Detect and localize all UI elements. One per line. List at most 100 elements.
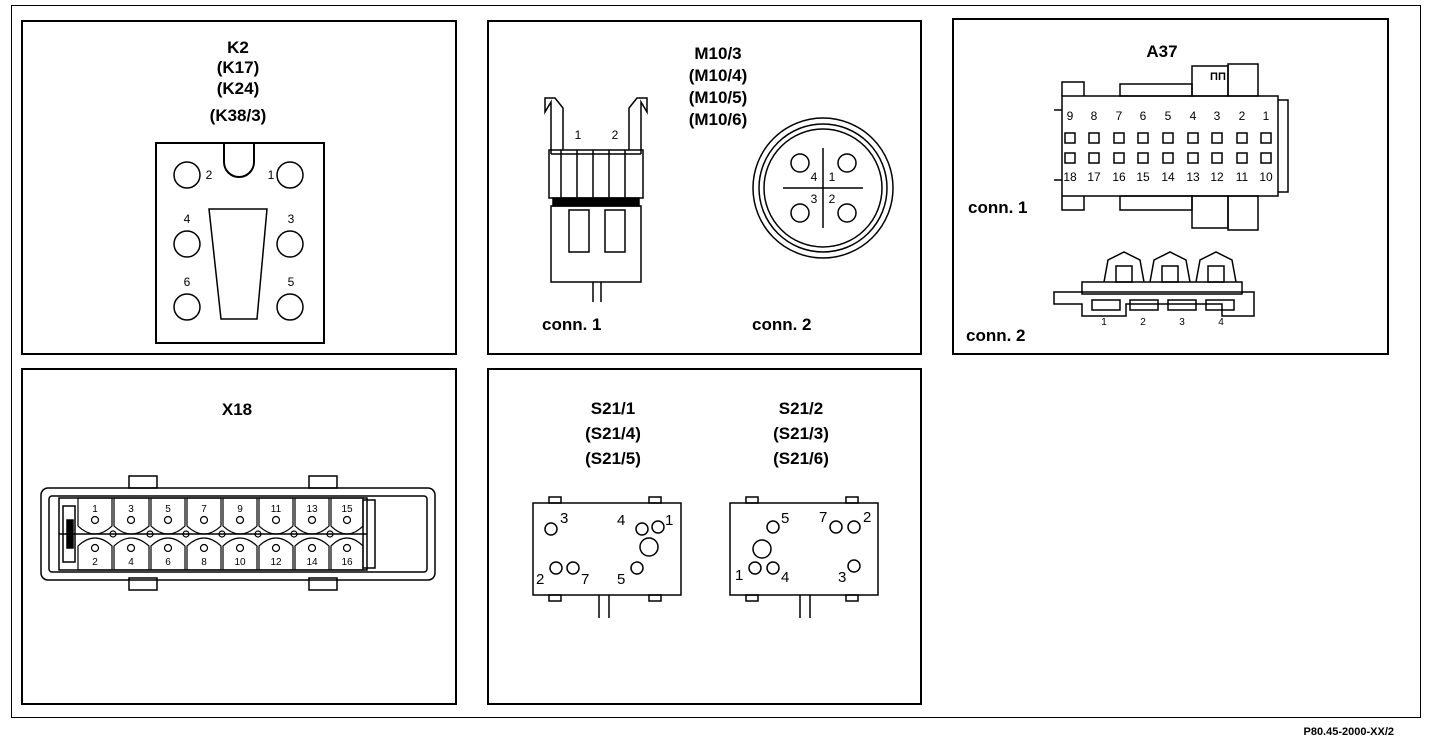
k2-diagram: K2 (K17) (K24) (K38/3) 1 2 3 4 5 6 <box>155 38 325 344</box>
s21-right-pin-5: 5 <box>781 510 789 527</box>
panel-m10: M10/3 (M10/4) (M10/5) (M10/6) 1 2 conn. … <box>487 20 922 355</box>
x18-pin-3: 3 <box>128 504 134 515</box>
document-reference-code: P80.45-2000-XX/2 <box>1303 726 1394 738</box>
a37-conn1-pin-12: 12 <box>1210 170 1224 184</box>
a37-conn1-pin-8: 8 <box>1091 109 1098 123</box>
x18-pin-13: 13 <box>306 504 318 515</box>
a37-conn1-pin-17: 17 <box>1087 170 1101 184</box>
m10-label-alt2: (M10/5) <box>689 88 748 107</box>
s21-right-pin-4: 4 <box>781 569 789 586</box>
m10-conn1-drawing <box>544 97 648 302</box>
a37-conn1-pin-7: 7 <box>1116 109 1123 123</box>
a37-conn1-pin-4: 4 <box>1190 109 1197 123</box>
x18-pin-14: 14 <box>306 557 318 568</box>
a37-conn1-pin-10: 10 <box>1259 170 1273 184</box>
a37-conn1-housing <box>1054 63 1289 231</box>
k2-label-main: K2 <box>227 38 249 57</box>
x18-diagram: X18 <box>40 400 436 591</box>
k2-pin-5 <box>276 293 304 321</box>
a37-conn1-pin-2: 2 <box>1239 109 1246 123</box>
x18-label-main: X18 <box>222 400 252 419</box>
x18-pin-6: 6 <box>165 557 171 568</box>
a37-conn1-caption: conn. 1 <box>968 198 1028 217</box>
k2-label-alt1: (K17) <box>217 58 260 77</box>
a37-conn2-pin-2: 2 <box>1140 317 1146 328</box>
m10-label-alt3: (M10/6) <box>689 110 748 129</box>
k2-center-tab <box>208 208 268 320</box>
m10-conn2-pin-2: 2 <box>829 192 836 206</box>
k2-pin-label-3: 3 <box>288 212 295 226</box>
m10-conn2-drawing <box>752 117 894 259</box>
m10-conn1-pin-1: 1 <box>575 128 582 142</box>
x18-pin-12: 12 <box>270 557 282 568</box>
a37-conn2-caption: conn. 2 <box>966 326 1026 345</box>
m10-conn1-caption: conn. 1 <box>542 315 602 334</box>
a37-conn1-cavities <box>1064 132 1272 164</box>
a37-conn1-pin-6: 6 <box>1140 109 1147 123</box>
a37-conn1-pin-5: 5 <box>1165 109 1172 123</box>
s21-left-pin-7: 7 <box>581 571 589 588</box>
s21-right-pin-1: 1 <box>735 567 743 584</box>
k2-label-alt3: (K38/3) <box>210 106 267 125</box>
k2-pin-label-6: 6 <box>184 275 191 289</box>
m10-diagram: M10/3 (M10/4) (M10/5) (M10/6) 1 2 conn. … <box>542 44 894 334</box>
m10-conn2-pin-3: 3 <box>811 192 818 206</box>
panel-s21: S21/1 (S21/4) (S21/5) S21/2 (S21/3) (S21… <box>487 368 922 705</box>
x18-pin-9: 9 <box>237 504 243 515</box>
s21-right-label-alt2: (S21/6) <box>773 449 829 468</box>
k2-pin-3 <box>276 230 304 258</box>
a37-conn1-pin-13: 13 <box>1186 170 1200 184</box>
s21-left-pin-5: 5 <box>617 571 625 588</box>
m10-label-main: M10/3 <box>694 44 741 63</box>
s21-right-pin-7: 7 <box>819 509 827 526</box>
k2-pin-6 <box>173 293 201 321</box>
s21-right-label-alt1: (S21/3) <box>773 424 829 443</box>
outer-frame <box>11 5 1421 718</box>
k2-pin-2 <box>173 161 201 189</box>
x18-pin-5: 5 <box>165 504 171 515</box>
a37-conn2-pin-1: 1 <box>1101 317 1107 328</box>
x18-pin-11: 11 <box>271 504 282 515</box>
k2-pin-4 <box>173 230 201 258</box>
x18-pin-16: 16 <box>341 557 353 568</box>
x18-pin-1: 1 <box>92 504 98 515</box>
a37-conn1-pin-15: 15 <box>1136 170 1150 184</box>
a37-conn2-housing <box>1053 251 1255 317</box>
k2-key-notch <box>223 143 255 178</box>
x18-pin-15: 15 <box>341 504 353 515</box>
panel-a37: A37 ΠΠ 9 8 7 6 5 4 3 2 1 <box>952 18 1389 355</box>
k2-pin-label-2: 2 <box>206 168 213 182</box>
x18-pin-2: 2 <box>92 557 98 568</box>
x18-pin-10: 10 <box>234 557 246 568</box>
panel-x18: X18 <box>21 368 457 705</box>
k2-pin-1 <box>276 161 304 189</box>
m10-conn2-pin-4: 4 <box>811 170 818 184</box>
s21-left-label-alt1: (S21/4) <box>585 424 641 443</box>
s21-right-switch-body <box>729 496 879 618</box>
k2-pin-label-4: 4 <box>184 212 191 226</box>
x18-pin-8: 8 <box>201 557 207 568</box>
k2-label-alt2: (K24) <box>217 79 260 98</box>
k2-pin-label-1: 1 <box>268 168 275 182</box>
s21-left-pin-4: 4 <box>617 512 625 529</box>
s21-right-pin-2: 2 <box>863 509 871 526</box>
a37-conn2-pin-3: 3 <box>1179 317 1185 328</box>
m10-conn2-pin-1: 1 <box>829 170 836 184</box>
x18-pin-4: 4 <box>128 557 134 568</box>
x18-contacts <box>77 497 364 571</box>
s21-left-pin-2: 2 <box>536 571 544 588</box>
m10-conn2-caption: conn. 2 <box>752 315 812 334</box>
m10-conn1-pin-2: 2 <box>612 128 619 142</box>
s21-left-pin-1: 1 <box>665 512 673 529</box>
a37-conn1-pin-16: 16 <box>1112 170 1126 184</box>
k2-relay-body <box>155 142 325 344</box>
s21-left-pin-3: 3 <box>560 510 568 527</box>
s21-right-pin-3: 3 <box>838 569 846 586</box>
a37-diagram: A37 ΠΠ 9 8 7 6 5 4 3 2 1 <box>966 42 1289 345</box>
s21-left-label-alt2: (S21/5) <box>585 449 641 468</box>
a37-conn1-pin-9: 9 <box>1067 109 1074 123</box>
m10-label-alt1: (M10/4) <box>689 66 748 85</box>
panel-k2: K2 (K17) (K24) (K38/3) 1 2 3 4 5 6 <box>21 20 457 355</box>
s21-diagram: S21/1 (S21/4) (S21/5) S21/2 (S21/3) (S21… <box>532 399 879 618</box>
a37-latch-mark: ΠΠ <box>1210 71 1226 83</box>
